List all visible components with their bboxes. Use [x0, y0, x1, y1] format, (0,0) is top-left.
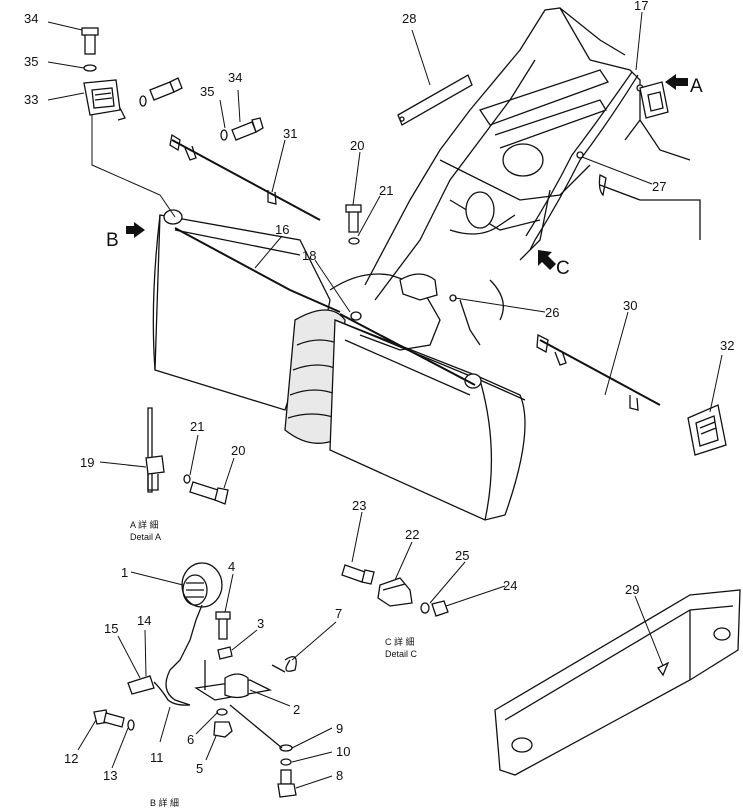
detail-c-caption-jp: C 詳 細 [385, 636, 415, 647]
callout-33: 33 [24, 92, 38, 107]
leader-lines [47, 11, 723, 789]
part-31-bracket [169, 133, 321, 221]
callout-26: 26 [545, 305, 559, 320]
callout-34: 34 [24, 11, 38, 26]
callout-18: 18 [302, 248, 316, 263]
detail-a-drawing [145, 407, 229, 505]
callout-16: 16 [275, 222, 289, 237]
lamp-17 [639, 81, 669, 119]
callout-28: 28 [402, 11, 416, 26]
callout-21: 21 [379, 183, 393, 198]
view-arrow-b [126, 222, 145, 238]
view-arrow-a [665, 74, 688, 90]
callout-27: 27 [652, 179, 666, 194]
lamp-33 [83, 79, 126, 121]
callout-29: 29 [625, 582, 639, 597]
callout-8: 8 [336, 768, 343, 783]
hardware-top-left [81, 27, 264, 141]
callout-12: 12 [64, 751, 78, 766]
callout-23: 23 [352, 498, 366, 513]
callout-31: 31 [283, 126, 297, 141]
callout-17: 17 [634, 0, 648, 13]
detail-b-drawing [93, 562, 297, 798]
lamp-32 [687, 404, 727, 456]
callout-20: 20 [350, 138, 364, 153]
callout-7: 7 [335, 606, 342, 621]
main-frame [329, 7, 701, 351]
callout-24: 24 [503, 578, 517, 593]
callout-5: 5 [196, 761, 203, 776]
part-30-bracket [536, 333, 661, 411]
hardware-center [345, 204, 457, 321]
callout-4: 4 [228, 559, 235, 574]
callout-22: 22 [405, 527, 419, 542]
callout-20: 20 [231, 443, 245, 458]
callout-2: 2 [293, 702, 300, 717]
callout-19: 19 [80, 455, 94, 470]
view-label-b: B [106, 230, 119, 251]
callout-21: 21 [190, 419, 204, 434]
callout-35: 35 [200, 84, 214, 99]
dozer-blade [152, 209, 526, 521]
callout-1: 1 [121, 565, 128, 580]
callout-30: 30 [623, 298, 637, 313]
callout-6: 6 [187, 732, 194, 747]
bar-16 [174, 227, 341, 313]
callout-15: 15 [104, 621, 118, 636]
detail-b-caption-jp: B 詳 細 [150, 797, 179, 808]
detail-c-drawing [341, 564, 449, 617]
callout-9: 9 [336, 721, 343, 736]
view-label-a: A [690, 76, 703, 97]
callout-3: 3 [257, 616, 264, 631]
part-28-plate [397, 74, 473, 126]
callout-11: 11 [150, 750, 164, 765]
detail-a-caption: Detail A [130, 532, 161, 542]
callout-32: 32 [720, 338, 734, 353]
callout-10: 10 [336, 744, 350, 759]
callout-25: 25 [455, 548, 469, 563]
callout-34: 34 [228, 70, 242, 85]
view-arrow-c [538, 250, 556, 270]
callout-14: 14 [137, 613, 151, 628]
hose-27 [529, 74, 639, 251]
detail-c-caption: Detail C [385, 649, 418, 659]
detail-a-caption-jp: A 詳 細 [130, 519, 159, 530]
view-label-c: C [556, 258, 570, 279]
counterweight-29 [494, 589, 741, 776]
callout-35: 35 [24, 54, 38, 69]
callout-13: 13 [103, 768, 117, 783]
callout-numbers: 34 35 33 35 34 31 28 17 20 21 16 18 26 2… [24, 0, 734, 783]
